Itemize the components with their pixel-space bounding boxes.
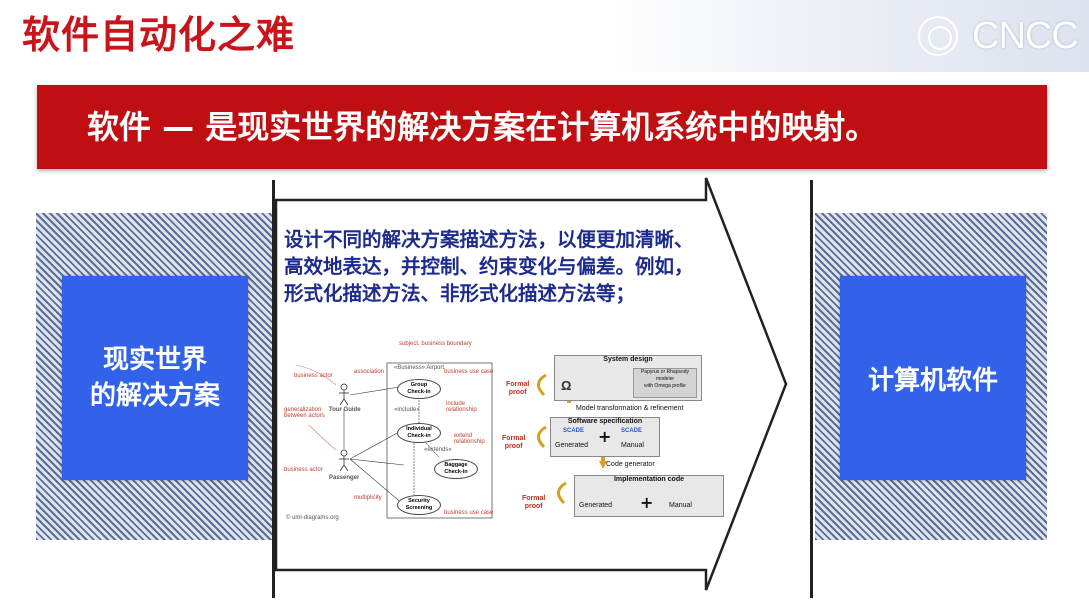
left-box-line-2: 的解决方案 bbox=[89, 381, 220, 411]
method-figures: «Business» Airport subject, business bou… bbox=[284, 335, 724, 530]
plus-icon-2: + bbox=[640, 493, 654, 512]
uml-subject-note: subject, business boundary bbox=[399, 341, 472, 347]
implementation-code-title: Implementation code bbox=[613, 476, 684, 483]
divider-right bbox=[810, 180, 813, 598]
uml-business-usecase-note: business use case bbox=[444, 369, 494, 375]
uml-system-name: «Business» Airport bbox=[394, 365, 445, 371]
spec-manual-label: Manual bbox=[621, 442, 644, 449]
actor-tour-guide: Tour Guide bbox=[329, 407, 361, 413]
spec-generated-label: Generated bbox=[555, 442, 589, 449]
papyrus-note: Papyrus or Rhapsody modeler with Omega p… bbox=[633, 368, 697, 398]
slide-header: 软件自动化之难 CNCC bbox=[0, 0, 1089, 72]
uml-multiplicity-note: multiplicity bbox=[354, 495, 382, 501]
code-generator-label: Code generator bbox=[606, 461, 655, 468]
uml-include-label: «include» bbox=[394, 407, 420, 413]
left-box-line-1: 现实世界 bbox=[102, 345, 207, 375]
formal-proof-label-1: Formal proof bbox=[506, 381, 530, 396]
omega-icon: Ω bbox=[561, 378, 572, 393]
transform-label: Model transformation & refinement bbox=[576, 405, 684, 412]
software-spec-box: Software specification SCADE SCADE Gener… bbox=[550, 417, 660, 457]
computer-software-box: 计算机软件 bbox=[840, 276, 1026, 480]
description-text: 设计不同的解决方案描述方法，以便更加清晰、高效地表达，并控制、约束变化与偏差。例… bbox=[284, 228, 694, 305]
uml-generalization-note: generalization between actors bbox=[284, 407, 325, 419]
scade-logo-manual: SCADE bbox=[621, 428, 643, 434]
usecase-diagram bbox=[295, 362, 493, 519]
divider-left bbox=[272, 180, 275, 598]
plus-icon-1: + bbox=[598, 427, 612, 446]
real-world-solution-box: 现实世界 的解决方案 bbox=[62, 276, 248, 480]
uml-business-usecase-note-2: business use case bbox=[444, 510, 494, 516]
software-spec-title: Software specification bbox=[567, 418, 643, 425]
uml-credit: © uml-diagrams.org bbox=[286, 515, 339, 521]
cncc-logo: CNCC bbox=[972, 15, 1079, 57]
cncc-seal-icon bbox=[918, 16, 958, 56]
usecase-group-checkin: Group Check-in bbox=[397, 379, 441, 399]
slide-title: 软件自动化之难 bbox=[22, 13, 296, 57]
uml-association-note: association bbox=[354, 369, 385, 375]
usecase-security-screening: Security Screening bbox=[397, 495, 441, 515]
usecase-baggage-checkin: Baggage Check-in bbox=[434, 459, 478, 479]
system-design-box: System design Ω Papyrus or Rhapsody mode… bbox=[554, 355, 702, 401]
usecase-individual-checkin: Individual Check-in bbox=[397, 423, 441, 443]
uml-actor-note-2: business actor bbox=[284, 467, 323, 473]
uml-include-note: include relationship bbox=[446, 401, 477, 413]
uml-actor-note: business actor bbox=[294, 373, 333, 379]
uml-extend-note: extend relationship bbox=[454, 433, 485, 445]
implementation-code-box: Implementation code Generated Manual bbox=[574, 475, 724, 517]
system-design-title: System design bbox=[603, 356, 653, 363]
impl-generated-label: Generated bbox=[579, 502, 613, 509]
banner-text: 软件 — 是现实世界的解决方案在计算机系统中的映射。 bbox=[87, 108, 878, 146]
impl-manual-label: Manual bbox=[669, 502, 692, 509]
formal-proof-label-3: Formal proof bbox=[522, 495, 546, 510]
definition-banner: 软件 — 是现实世界的解决方案在计算机系统中的映射。 bbox=[37, 85, 1047, 169]
actor-passenger: Passenger bbox=[329, 475, 360, 481]
process-diagram bbox=[537, 373, 607, 505]
uml-extends-label: «extends» bbox=[424, 447, 452, 453]
scade-logo-generated: SCADE bbox=[563, 428, 585, 434]
formal-proof-label-2: Formal proof bbox=[502, 435, 526, 450]
